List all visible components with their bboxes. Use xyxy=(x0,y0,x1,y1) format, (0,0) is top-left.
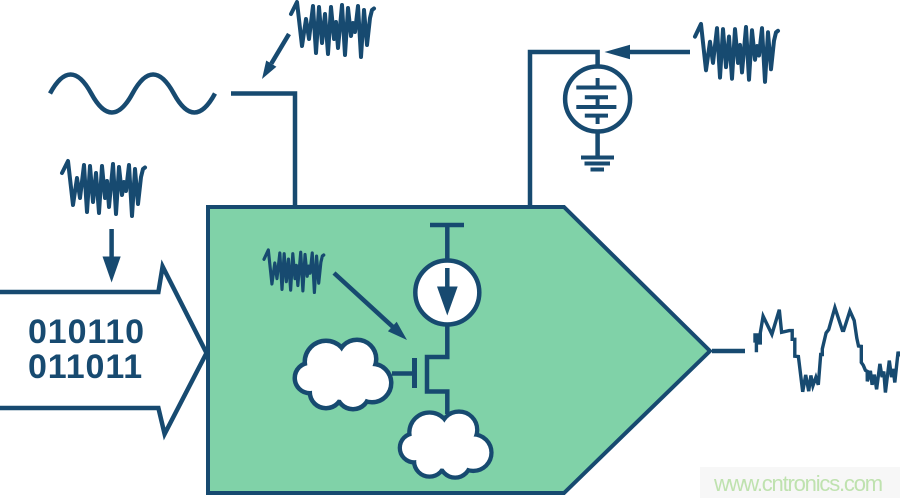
svg-text:010110: 010110 xyxy=(28,313,145,351)
svg-text:www.cntronics.com: www.cntronics.com xyxy=(713,471,882,496)
svg-text:011011: 011011 xyxy=(28,348,143,386)
